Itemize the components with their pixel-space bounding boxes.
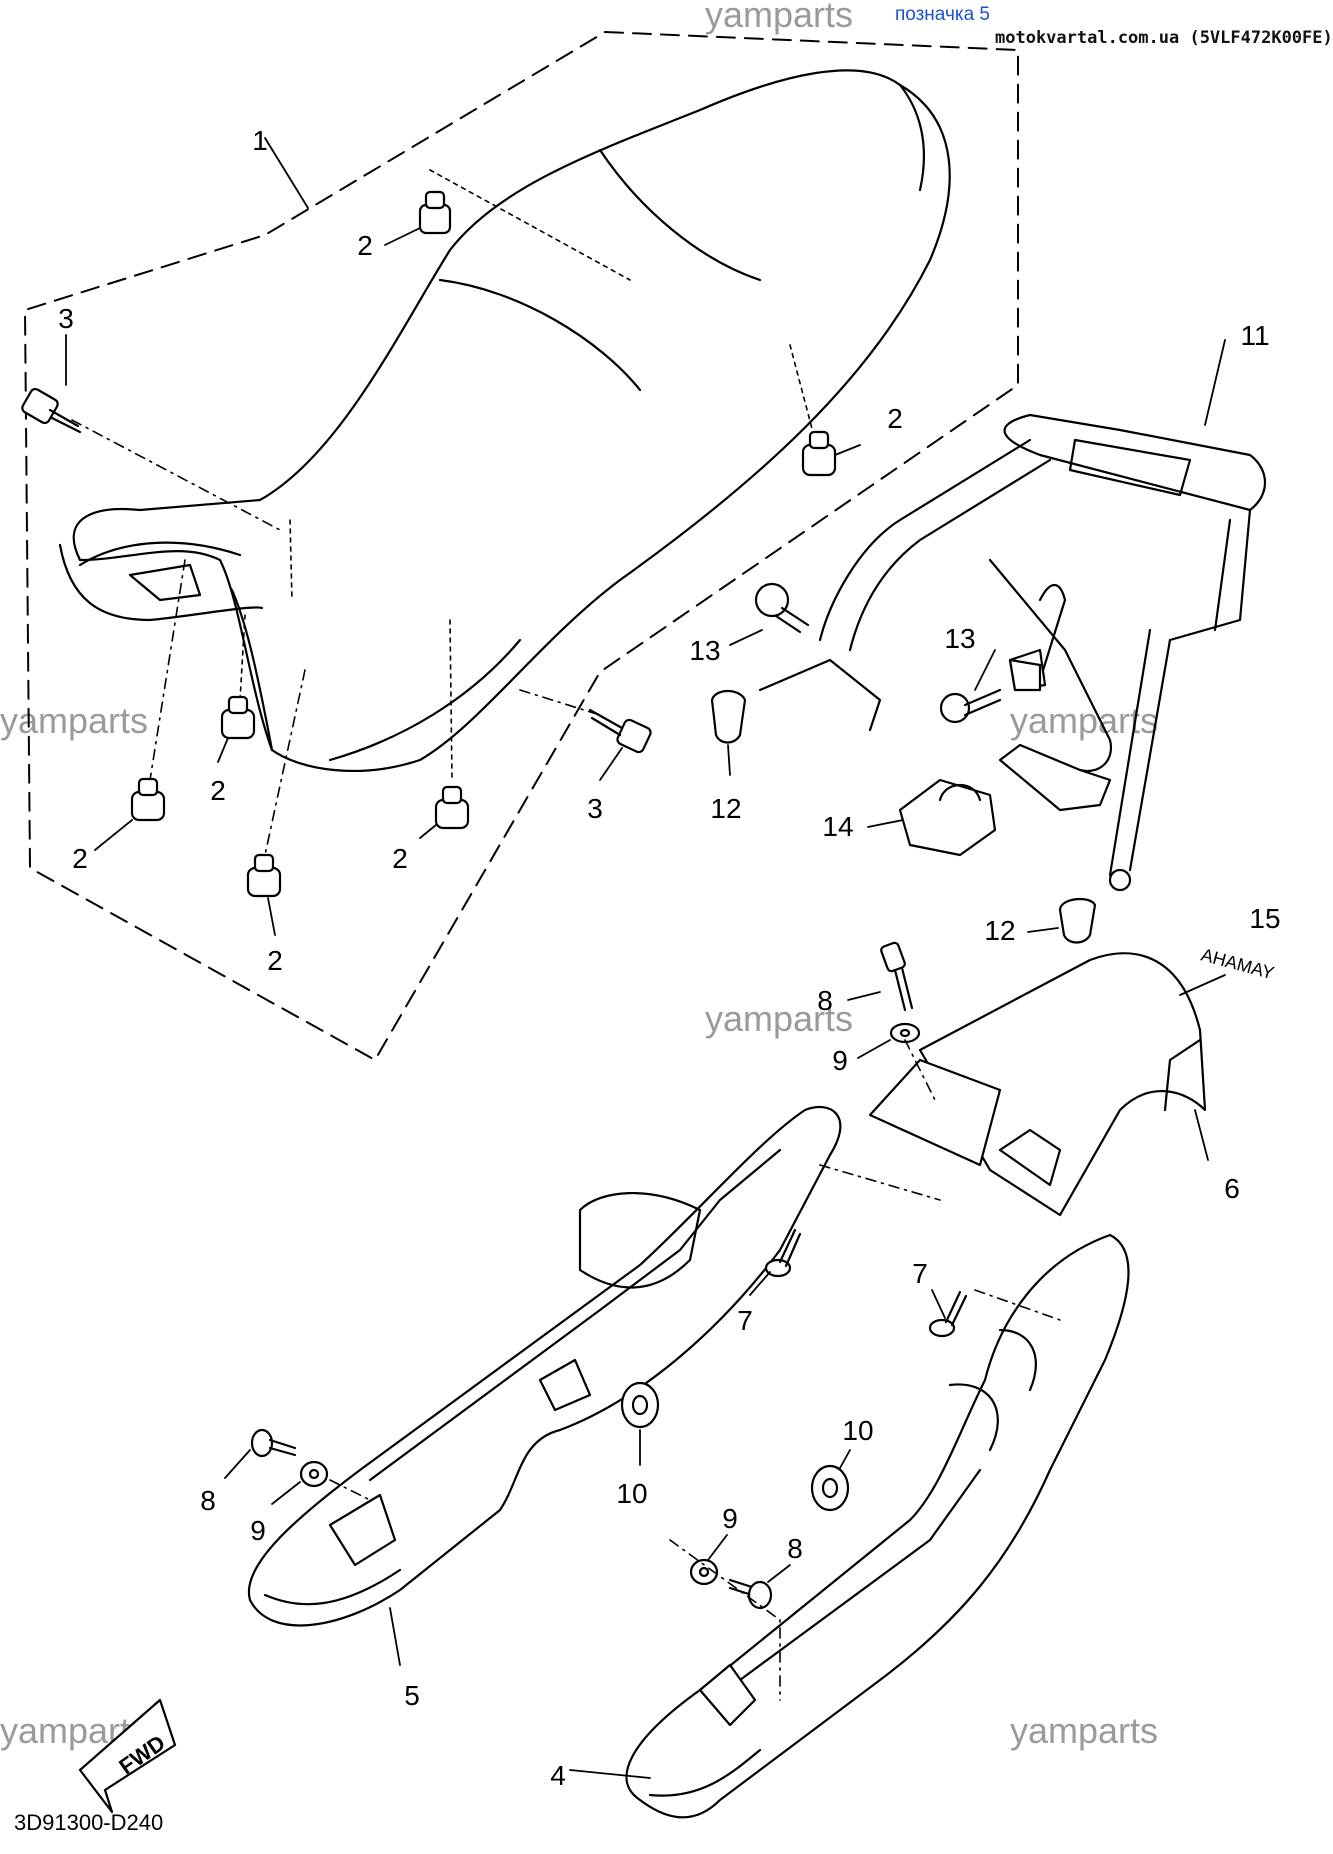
callout-2: 2 (392, 843, 408, 874)
screw-icon (728, 1578, 773, 1610)
leader-line (429, 169, 631, 281)
screw-icon (880, 941, 914, 1012)
side-cover-left-icon (247, 1105, 842, 1627)
bolt-icon (21, 387, 82, 434)
rear-fender-icon (868, 952, 1207, 1217)
callout-12: 12 (984, 915, 1015, 946)
callout-3: 3 (587, 793, 603, 824)
callout-7: 7 (737, 1305, 753, 1336)
callout-10: 10 (616, 1478, 647, 1509)
callout-8: 8 (200, 1485, 216, 1516)
leader-line (289, 519, 293, 601)
leader-line (974, 1289, 1061, 1321)
watermark: yamparts (0, 700, 149, 741)
damper-icon (418, 190, 452, 235)
grommet-icon (1058, 897, 1097, 944)
leader-line (149, 559, 186, 781)
header-vehicle-mark: позначка 5 (894, 4, 990, 25)
grommet-icon (620, 1381, 660, 1429)
damper-icon (220, 695, 256, 740)
callout-1: 1 (252, 125, 268, 156)
callout-9: 9 (250, 1515, 266, 1546)
embossed-text: AHAMAY (1199, 945, 1276, 984)
diagram-code: 3D91300-D240 (14, 1810, 164, 1835)
screw-icon (250, 1428, 297, 1458)
screw-icon (764, 1228, 802, 1278)
callout-8: 8 (787, 1533, 803, 1564)
leader-line (904, 1039, 936, 1101)
callout-12: 12 (710, 793, 741, 824)
callout-10: 10 (842, 1415, 873, 1446)
callout-8: 8 (817, 985, 833, 1016)
callout-3: 3 (58, 303, 74, 334)
callout-2: 2 (357, 230, 373, 261)
washer-icon (299, 1460, 329, 1488)
damper-icon (434, 785, 470, 830)
side-cover-right-icon (625, 1233, 1130, 1819)
bolt-icon (939, 658, 1042, 724)
leader-line (819, 1164, 941, 1201)
leader-line (789, 344, 816, 441)
screw-icon (928, 1290, 968, 1338)
callout-4: 4 (550, 1760, 566, 1791)
leader-line (329, 1479, 371, 1501)
damper-icon (801, 430, 837, 477)
leader-line (449, 619, 453, 781)
callout-13: 13 (944, 623, 975, 654)
callout-13: 13 (689, 635, 720, 666)
callout-2: 2 (210, 775, 226, 806)
watermark: yamparts (705, 998, 854, 1039)
callout-9: 9 (832, 1045, 848, 1076)
damper-icon (246, 853, 282, 898)
callout-9: 9 (722, 1503, 738, 1534)
grommet-icon (710, 689, 747, 744)
header-source: motokvartal.com.ua (5VLF472K00FE) (995, 28, 1333, 48)
callout-14: 14 (822, 811, 853, 842)
callout-15: 15 (1249, 903, 1280, 934)
seat-icon (58, 69, 951, 773)
callout-2: 2 (72, 843, 88, 874)
callout-7: 7 (912, 1258, 928, 1289)
bolt-icon (754, 582, 810, 634)
watermark: yamparts (1010, 1710, 1159, 1751)
callout-11: 11 (1240, 320, 1269, 351)
bracket-icon (898, 778, 997, 857)
grommet-icon (810, 1464, 850, 1512)
callout-6: 6 (1224, 1173, 1240, 1204)
leader-line (71, 419, 281, 531)
leader-line (264, 669, 306, 856)
washer-icon (889, 1022, 921, 1044)
callout-5: 5 (404, 1680, 420, 1711)
callout-2: 2 (887, 403, 903, 434)
fwd-arrow-icon (78, 1698, 177, 1814)
leader-line (519, 689, 601, 716)
damper-icon (130, 777, 166, 822)
callout-2: 2 (267, 945, 283, 976)
washer-icon (689, 1558, 719, 1586)
leader-line (669, 1539, 781, 1701)
bolt-icon (588, 708, 652, 754)
watermark: yamparts (705, 0, 854, 35)
